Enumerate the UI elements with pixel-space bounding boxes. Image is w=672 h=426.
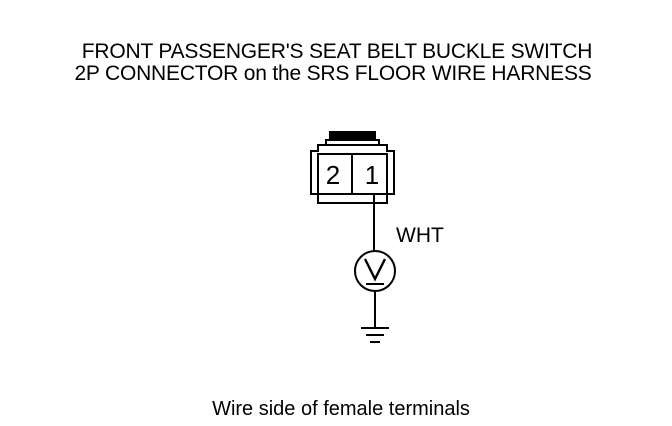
wire-color-label: WHT: [396, 224, 444, 247]
pin-label-1: 1: [365, 160, 379, 190]
voltmeter-icon: [354, 250, 396, 292]
connector-lock-tab: [329, 131, 376, 141]
connector-housing: [310, 144, 395, 204]
diagram-title-line-1: FRONT PASSENGER'S SEAT BELT BUCKLE SWITC…: [81, 40, 593, 63]
diagram-title-line-2: 2P CONNECTOR on the SRS FLOOR WIRE HARNE…: [74, 62, 592, 85]
2p-connector: [310, 131, 395, 204]
pin-label-2: 2: [326, 160, 340, 190]
ground-icon: [361, 327, 389, 343]
diagram-caption: Wire side of female terminals: [212, 398, 470, 420]
